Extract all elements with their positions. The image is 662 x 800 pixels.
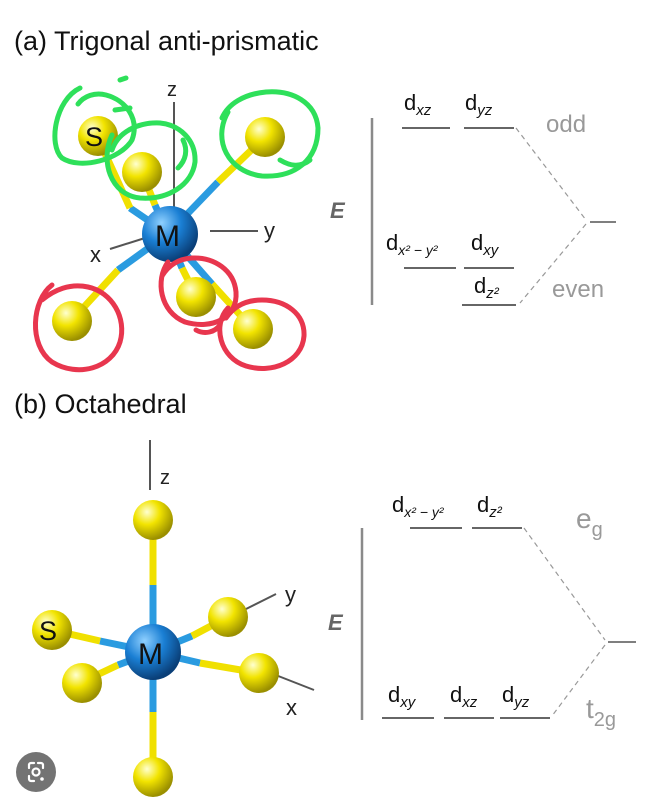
red-circle-scribble	[158, 255, 239, 327]
panel-b-y-label: y	[285, 582, 296, 607]
panel-a-energy-diagram: E dxz dyz odd dx² − y² dxy dz² even	[330, 90, 616, 306]
orbital-dyz: dyz	[502, 682, 530, 711]
panel-a-z-label: z	[167, 79, 177, 101]
lens-glyph	[27, 761, 45, 783]
panel-a-x-label: x	[90, 242, 101, 267]
orbital-dxz: dxz	[450, 682, 478, 711]
connector-dashed	[515, 127, 587, 221]
orbital-dx2-y2: dx² − y²	[386, 230, 439, 258]
orbital-dxy: dxy	[388, 682, 417, 711]
red-annotation-scribbles	[33, 255, 307, 373]
panel-a-sulfur-atom	[176, 277, 216, 317]
panel-a-y-label: y	[264, 218, 275, 243]
panel-b-sulfur-atom	[133, 757, 173, 797]
orbital-dxy: dxy	[471, 230, 500, 259]
panel-a-sulfur-atom	[122, 152, 162, 192]
panel-a-m-label: M	[155, 220, 180, 253]
panel-b-sulfur-atom	[239, 653, 279, 693]
orbital-dz2: dz²	[477, 492, 503, 521]
panel-b-molecule: z y x S M	[32, 440, 315, 797]
level-label-odd: odd	[546, 111, 586, 138]
red-circle-scribble	[217, 297, 307, 371]
google-lens-icon[interactable]	[16, 752, 56, 792]
panel-a-sulfur-atom	[52, 301, 92, 341]
panel-a-sulfur-atom	[233, 309, 273, 349]
green-circle-scribble	[52, 85, 137, 166]
connector-dashed	[519, 223, 587, 304]
orbital-dx2-y2: dx² − y²	[392, 492, 445, 520]
panel-a-title: (a) Trigonal anti-prismatic	[14, 26, 319, 56]
panel-a-energy-label: E	[330, 198, 346, 223]
red-circle-scribble	[33, 282, 125, 373]
panel-b-title: (b) Octahedral	[14, 389, 187, 419]
panel-b-energy-label: E	[328, 610, 344, 635]
panel-b-m-label: M	[138, 638, 163, 671]
panel-b-sulfur-atom-s	[32, 610, 72, 650]
panel-a-sulfur-atom	[245, 117, 285, 157]
panel-b-energy-diagram: E dx² − y² dz² eg dxy dxz dyz t2g	[328, 492, 636, 731]
panel-b-z-label: z	[160, 467, 170, 489]
connector-dashed	[523, 527, 606, 641]
panel-a-metal-atom	[142, 206, 198, 262]
orbital-dyz: dyz	[465, 90, 493, 119]
panel-a-x-axis	[109, 237, 146, 250]
orbital-dxz: dxz	[404, 90, 432, 119]
panel-b-s-label: S	[39, 616, 57, 646]
level-label-eg: eg	[576, 503, 603, 541]
panel-b-sulfur-atom	[208, 597, 248, 637]
green-annotation-scribbles	[52, 75, 321, 201]
panel-b-x-label: x	[286, 695, 297, 720]
connector-dashed	[551, 644, 606, 717]
level-label-t2g: t2g	[586, 693, 616, 731]
orbital-dz2: dz²	[474, 273, 500, 302]
green-circle-scribble	[104, 120, 198, 201]
level-label-even: even	[552, 276, 604, 303]
panel-b-sulfur-atom	[62, 663, 102, 703]
panel-a-s-label: S	[85, 122, 103, 152]
green-circle-scribble	[219, 89, 321, 179]
panel-b-sulfur-atom	[133, 500, 173, 540]
panel-b-metal-atom	[125, 624, 181, 680]
